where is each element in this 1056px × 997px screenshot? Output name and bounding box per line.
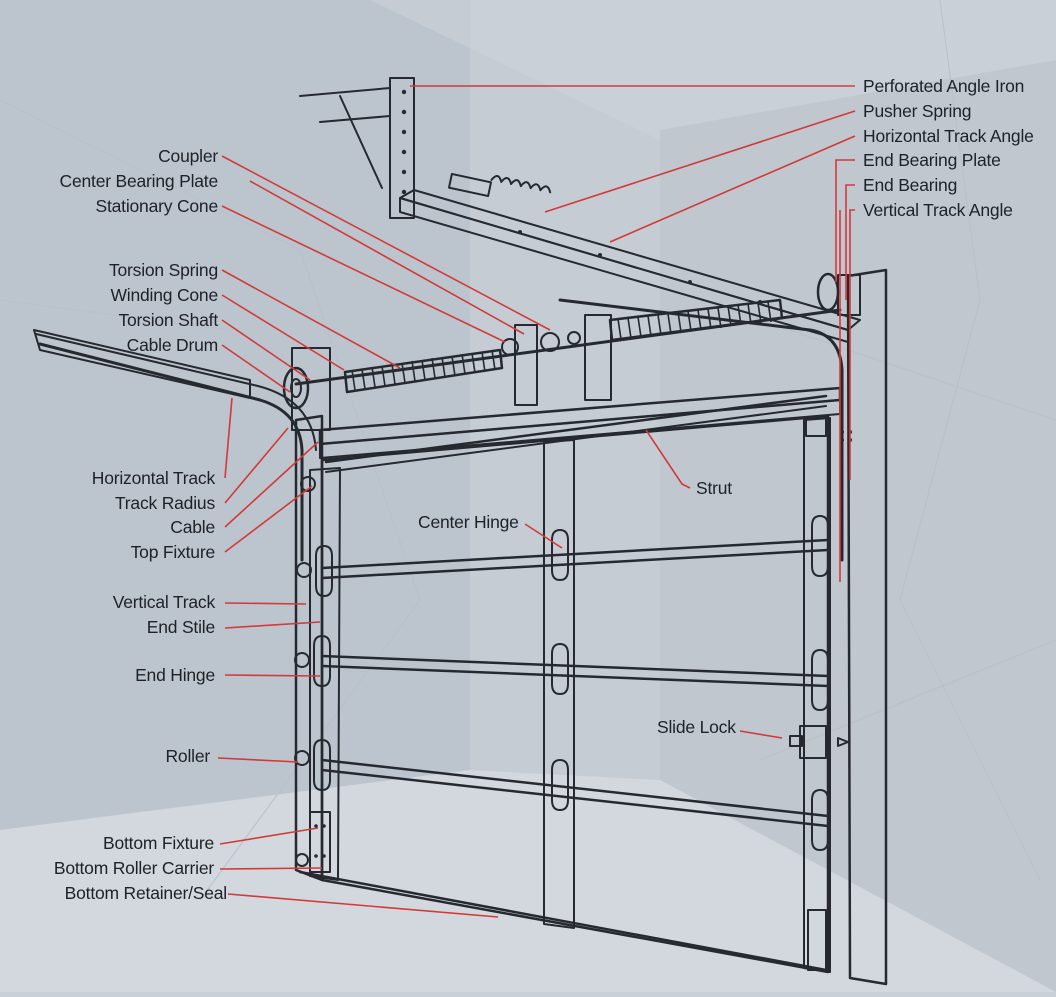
label-bottom-roller-carrier: Bottom Roller Carrier (53, 858, 214, 878)
label-horizontal-track: Horizontal Track (91, 468, 215, 488)
label-vertical-track-angle: Vertical Track Angle (863, 200, 1013, 220)
label-cable-drum: Cable Drum (126, 335, 219, 355)
label-coupler: Coupler (158, 146, 218, 166)
label-end-bearing-plate: End Bearing Plate (863, 150, 1001, 170)
label-winding-cone: Winding Cone (110, 285, 218, 305)
label-bottom-retainer-seal: Bottom Retainer/Seal (64, 883, 228, 903)
label-torsion-spring: Torsion Spring (108, 260, 218, 280)
label-end-hinge: End Hinge (135, 665, 215, 685)
label-stationary-cone: Stationary Cone (95, 196, 219, 216)
leader-lines (217, 85, 856, 918)
label-end-stile: End Stile (146, 617, 215, 637)
label-end-bearing: End Bearing (863, 175, 958, 195)
label-torsion-shaft: Torsion Shaft (118, 310, 218, 330)
label-bottom-fixture: Bottom Fixture (103, 833, 214, 853)
label-track-radius: Track Radius (114, 493, 215, 513)
label-pusher-spring: Pusher Spring (863, 101, 972, 121)
label-center-bearing-plate: Center Bearing Plate (59, 171, 219, 191)
left-horizontal-track (33, 329, 317, 562)
torsion-assembly (282, 272, 861, 431)
label-roller: Roller (165, 746, 210, 766)
label-horizontal-track-angle: Horizontal Track Angle (863, 126, 1034, 146)
label-perforated-angle-iron: Perforated Angle Iron (863, 76, 1025, 96)
label-cable: Cable (170, 517, 215, 537)
label-vertical-track: Vertical Track (112, 592, 215, 612)
label-strut: Strut (696, 478, 732, 498)
hardware-details (294, 417, 852, 971)
label-center-hinge: Center Hinge (418, 512, 519, 532)
label-top-fixture: Top Fixture (130, 542, 216, 562)
label-slide-lock: Slide Lock (657, 717, 736, 737)
